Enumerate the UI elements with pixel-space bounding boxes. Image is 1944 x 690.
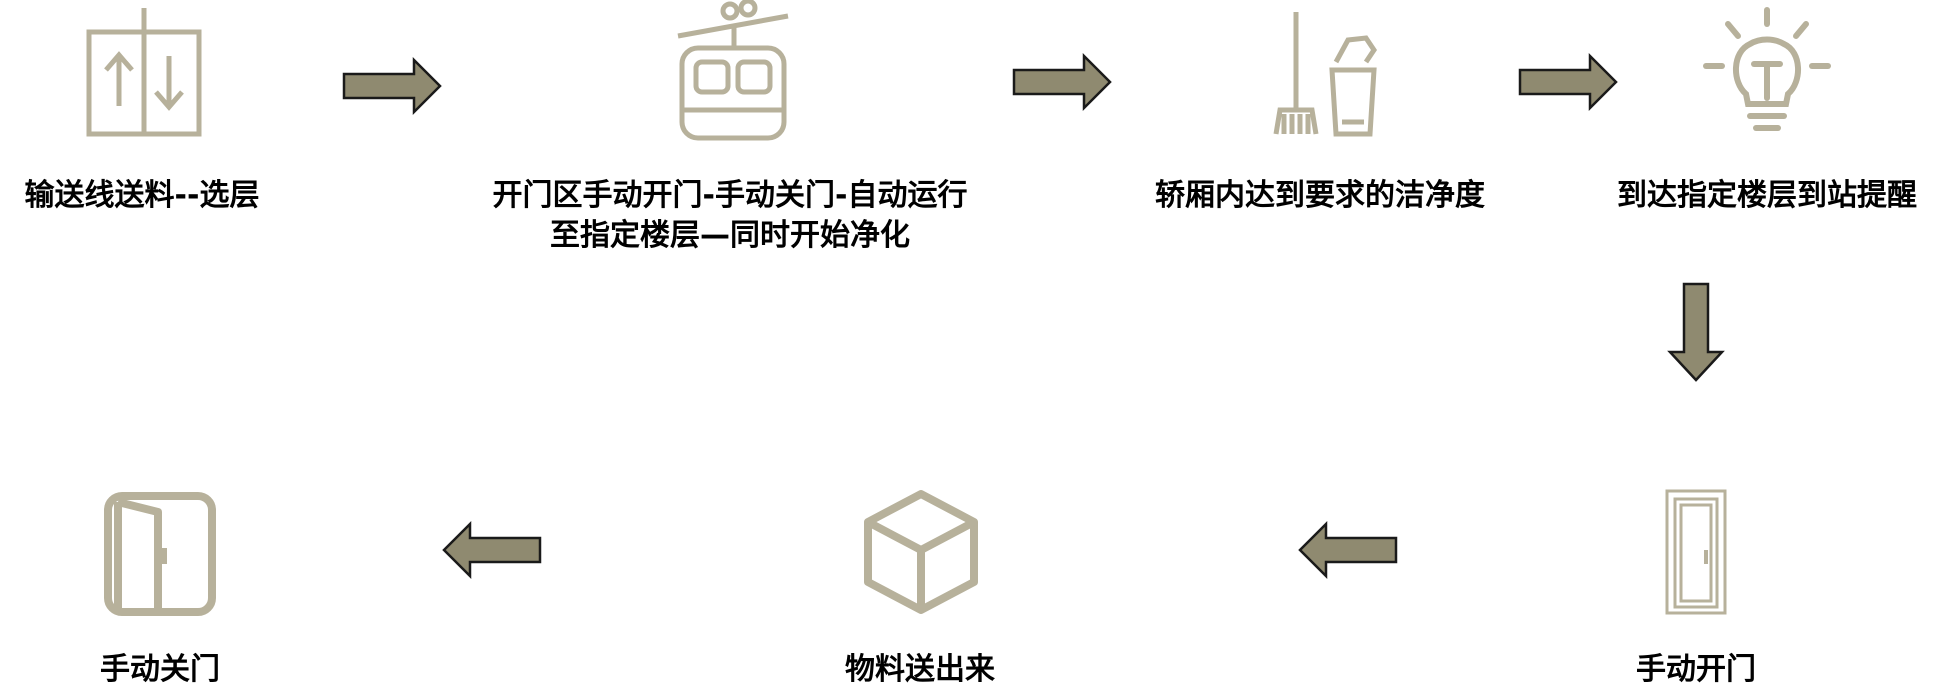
step-2-label: 开门区手动开门-手动关门-自动运行 至指定楼层—同时开始净化: [430, 176, 1030, 256]
closed-door-icon: [104, 492, 216, 616]
arrow-right-2: [1012, 52, 1112, 112]
arrow-right-3: [1518, 52, 1618, 112]
elevator-updown-icon: [86, 8, 202, 137]
step-6-label: 物料送出来: [845, 652, 995, 687]
arrow-right-1: [342, 56, 442, 116]
cable-car-icon: [676, 0, 790, 142]
step-1-label: 输送线送料--选层: [24, 178, 260, 213]
step-5-label: 手动开门: [1636, 652, 1756, 687]
arrow-left-1: [1298, 520, 1398, 580]
light-bulb-icon: [1702, 7, 1832, 136]
arrow-left-2: [442, 520, 542, 580]
step-3-label: 轿厢内达到要求的洁净度: [1155, 178, 1485, 213]
step-2-label-line-1: 开门区手动开门-手动关门-自动运行: [492, 178, 968, 213]
cube-box-icon: [862, 488, 980, 614]
door-icon: [1664, 488, 1728, 616]
step-4-label: 到达指定楼层到站提醒: [1617, 178, 1917, 213]
arrow-down: [1667, 282, 1725, 382]
step-7-label: 手动关门: [100, 652, 220, 687]
step-2-label-line-2: 至指定楼层—同时开始净化: [550, 218, 910, 253]
broom-trash-can-icon: [1270, 10, 1382, 137]
